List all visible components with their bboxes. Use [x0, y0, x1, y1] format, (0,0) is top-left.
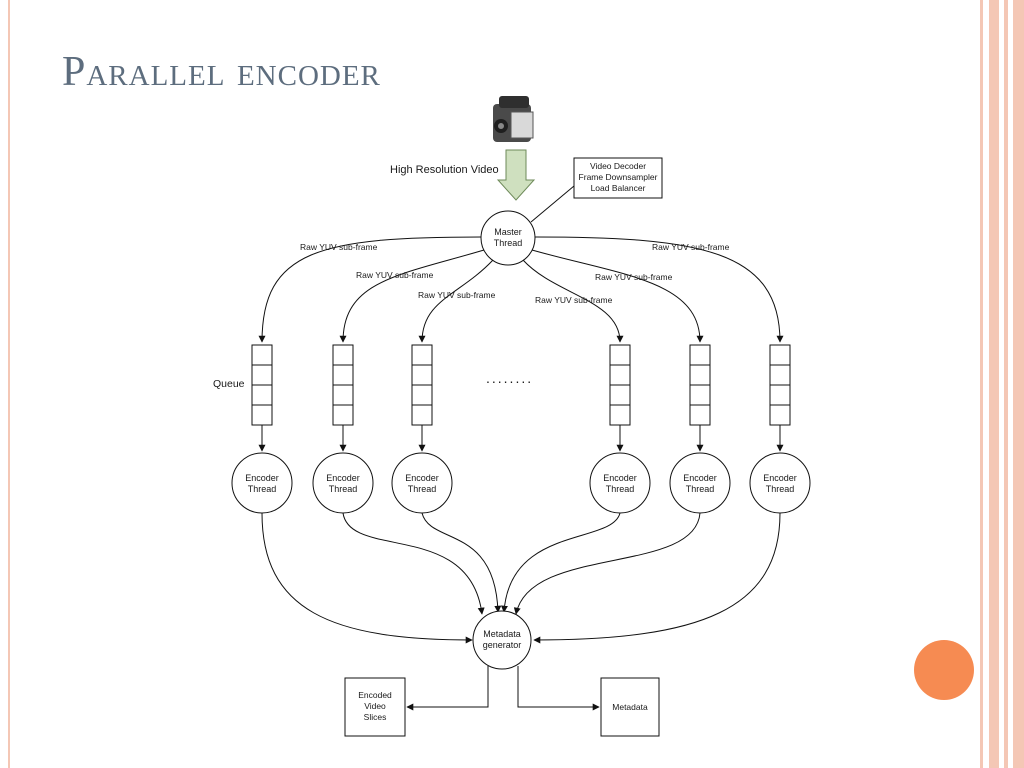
encoder-2-line-1: Encoder [326, 473, 360, 483]
queues [251, 344, 791, 426]
subframe-label-3: Raw YUV sub-frame [418, 290, 496, 300]
encoder-6-line-2: Thread [766, 484, 795, 494]
metadata-generator-line-2: generator [483, 640, 522, 650]
encoder-4-line-2: Thread [606, 484, 635, 494]
metadata-box-label: Metadata [612, 702, 648, 712]
encoder-thread-4 [589, 452, 651, 514]
encoder-1-line-2: Thread [248, 484, 277, 494]
encoder-metadata-arrows [261, 512, 781, 644]
encoded-video-line-1: Encoded [358, 690, 392, 700]
encoder-4-line-1: Encoder [603, 473, 637, 483]
subframe-label-1: Raw YUV sub-frame [300, 242, 378, 252]
queue-label: Queue [213, 378, 245, 390]
master-note-line-3: Load Balancer [591, 183, 646, 193]
right-border-stripes [980, 0, 1024, 768]
subframe-label-4: Raw YUV sub-frame [535, 295, 613, 305]
master-thread-line-2: Thread [494, 238, 523, 248]
ellipsis: ........ [486, 370, 533, 386]
left-border-line [8, 0, 10, 768]
video-camera-icon [493, 96, 534, 142]
encoded-video-slices-box [344, 677, 406, 737]
queue-encoder-arrows [258, 425, 784, 452]
encoded-video-line-3: Slices [364, 712, 387, 722]
queue-2 [332, 344, 354, 426]
encoder-3-line-1: Encoder [405, 473, 439, 483]
queue-3 [411, 344, 433, 426]
output-arrows [406, 666, 600, 711]
encoder-thread-1 [231, 452, 293, 514]
queue-6 [769, 344, 791, 426]
queue-4 [609, 344, 631, 426]
note-connector [530, 185, 575, 223]
encoder-thread-6 [749, 452, 811, 514]
encoder-thread-5 [669, 452, 731, 514]
decorative-circle [914, 640, 974, 700]
subframe-arrows [258, 236, 784, 343]
encoder-2-line-2: Thread [329, 484, 358, 494]
queue-5 [689, 344, 711, 426]
master-note-line-1: Video Decoder [590, 161, 646, 171]
queue-1 [251, 344, 273, 426]
source-arrow [496, 149, 536, 201]
encoder-1-line-1: Encoder [245, 473, 279, 483]
encoder-thread-2 [312, 452, 374, 514]
encoder-6-line-1: Encoder [763, 473, 797, 483]
master-thread-line-1: Master [494, 227, 522, 237]
subframe-label-6: Raw YUV sub-frame [652, 242, 730, 252]
encoder-5-line-2: Thread [686, 484, 715, 494]
source-label: High Resolution Video [390, 164, 499, 176]
master-thread-node [480, 210, 536, 266]
slide-title: Parallel encoder [62, 49, 381, 95]
subframe-label-2: Raw YUV sub-frame [356, 270, 434, 280]
master-note-box [573, 157, 663, 199]
encoder-threads: Encoder Thread Encoder Thread Encoder Th… [231, 452, 811, 514]
metadata-generator-node [472, 610, 532, 670]
encoder-3-line-2: Thread [408, 484, 437, 494]
encoder-5-line-1: Encoder [683, 473, 717, 483]
subframe-label-5: Raw YUV sub-frame [595, 272, 673, 282]
encoded-video-line-2: Video [364, 701, 386, 711]
metadata-box [600, 677, 660, 737]
encoder-thread-3 [391, 452, 453, 514]
metadata-generator-line-1: Metadata [483, 629, 521, 639]
master-note-line-2: Frame Downsampler [579, 172, 658, 182]
